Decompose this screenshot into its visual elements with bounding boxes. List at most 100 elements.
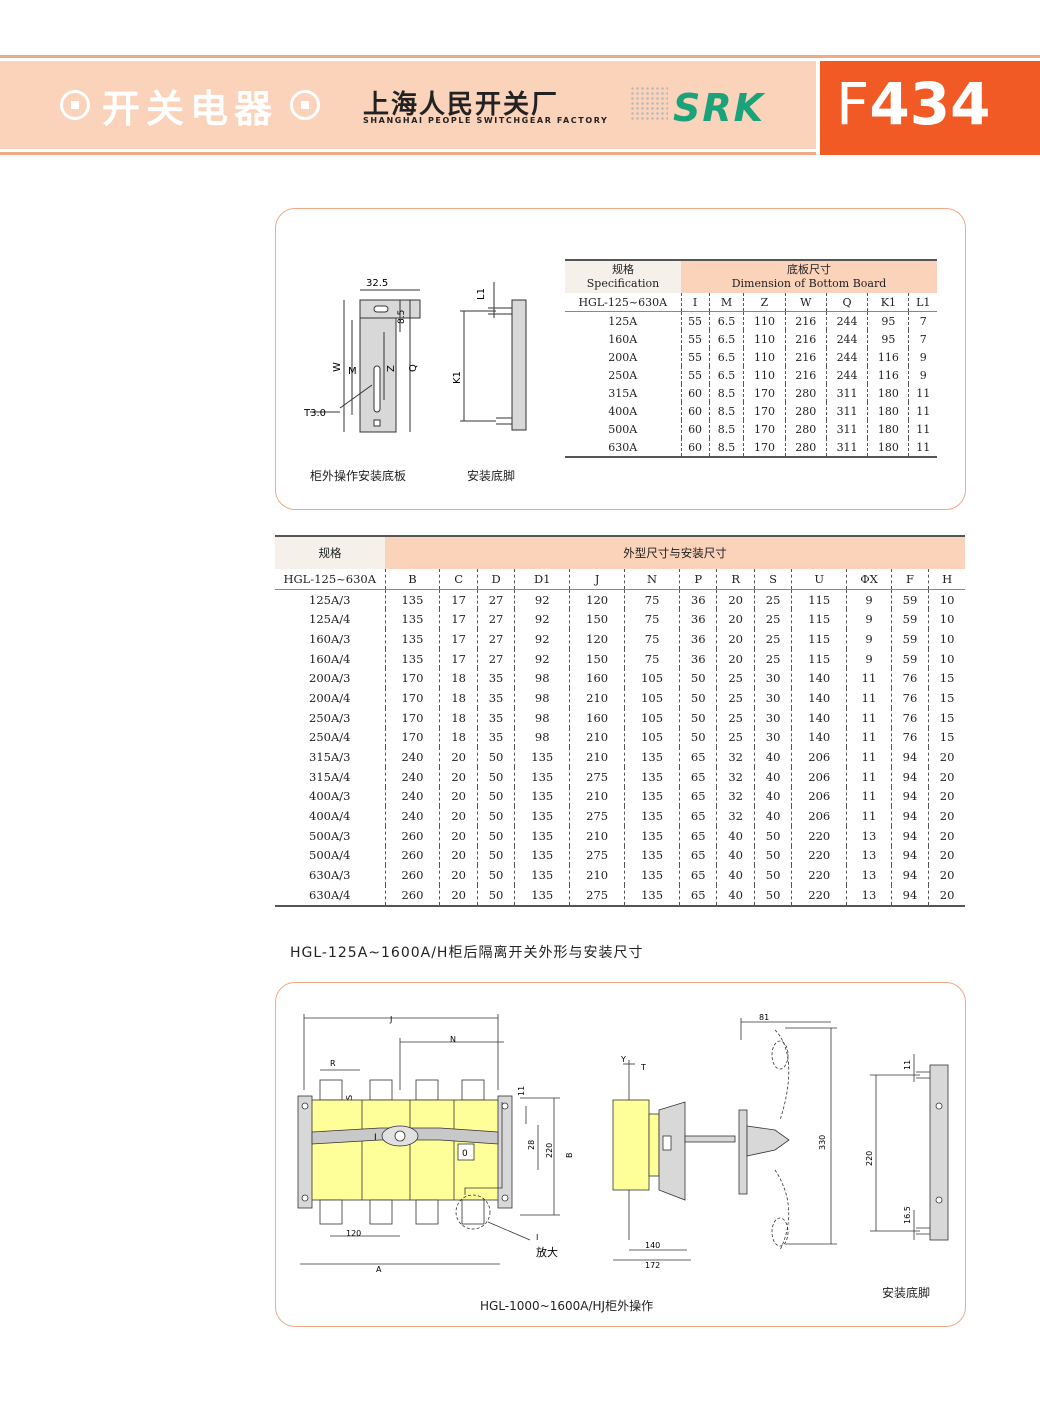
value-cell: 50 [753, 885, 792, 907]
value-cell: 94 [890, 845, 929, 866]
value-cell: 50 [679, 727, 717, 748]
value-cell: 20 [928, 845, 965, 866]
value-cell: 35 [476, 727, 515, 748]
value-cell: 210 [569, 747, 625, 767]
value-cell: 6.5 [708, 330, 744, 348]
spec-header: 规格 Specification [565, 259, 681, 293]
dim-q-label: Q [408, 364, 419, 372]
dim-t30-label: T3.0 [303, 408, 326, 419]
dim-325-label: 32.5 [366, 278, 388, 289]
value-cell: 13 [846, 865, 892, 885]
value-cell: 25 [716, 727, 755, 748]
bottom-board-table: 规格 Specification 底板尺寸 Dimension of Botto… [565, 259, 937, 458]
header-divider [816, 61, 818, 155]
value-cell: 280 [784, 438, 827, 458]
value-cell: 9 [908, 348, 937, 366]
value-cell: 180 [867, 420, 909, 438]
value-cell: 135 [514, 865, 570, 885]
value-cell: 36 [679, 648, 717, 669]
value-cell: 36 [679, 589, 717, 610]
col-header: Q [825, 293, 868, 312]
bottom-plate-drawing: 32.5 8.5 W M Z Q T3.0 [303, 278, 421, 433]
category-title: 开关电器 [48, 80, 332, 131]
value-cell: 135 [624, 825, 680, 846]
value-cell: 210 [569, 727, 625, 748]
page-letter: F [836, 70, 870, 138]
value-cell: 210 [569, 688, 625, 708]
value-cell: 11 [846, 707, 892, 728]
dim-120-label: 120 [346, 1229, 361, 1238]
value-cell: 92 [514, 629, 570, 649]
col-header: C [439, 569, 478, 590]
target-icon [290, 90, 321, 120]
value-cell: 220 [791, 865, 847, 885]
table-header-row: 规格 Specification 底板尺寸 Dimension of Botto… [565, 259, 937, 293]
spec-cell: 630A/4 [275, 885, 385, 907]
value-cell: 10 [928, 648, 965, 669]
section-title: HGL-125A~1600A/H柜后隔离开关外形与安装尺寸 [290, 945, 644, 961]
value-cell: 76 [890, 668, 929, 689]
spec-cell: 500A/4 [309, 848, 351, 863]
value-cell: 7 [908, 330, 937, 348]
spec-cell: 315A/4 [309, 769, 351, 784]
dim-172-label: 172 [645, 1261, 660, 1270]
spec-cell: 500A [608, 422, 638, 436]
value-cell: 30 [753, 727, 792, 748]
value-cell: 110 [743, 311, 786, 330]
value-cell: 50 [476, 865, 515, 885]
dim-s-label: S [345, 1095, 354, 1100]
value-cell: 55 [680, 311, 710, 330]
col-header: Z [743, 293, 786, 312]
value-cell: 135 [624, 747, 680, 767]
value-cell: 94 [890, 766, 929, 787]
value-cell: 311 [825, 384, 868, 402]
col-header: W [784, 293, 827, 312]
page-digits: 434 [869, 70, 991, 138]
value-cell: 240 [384, 806, 440, 826]
value-cell: 50 [476, 806, 515, 826]
value-cell: 260 [384, 865, 440, 885]
value-cell: 27 [476, 589, 515, 610]
value-cell: 135 [624, 865, 680, 885]
value-cell: 50 [679, 707, 717, 728]
value-cell: 105 [624, 727, 680, 748]
value-cell: 8.5 [708, 420, 744, 438]
value-cell: 50 [753, 845, 792, 866]
col-header: P [679, 569, 717, 590]
value-cell: 240 [384, 747, 440, 767]
value-cell: 75 [624, 648, 680, 669]
value-cell: 36 [679, 629, 717, 649]
value-cell: 98 [514, 688, 570, 708]
value-cell: 95 [867, 311, 909, 330]
spec-en: Specification [586, 277, 660, 290]
value-cell: 20 [928, 786, 965, 807]
spec-cell: 400A [608, 404, 638, 418]
value-cell: 216 [784, 311, 827, 330]
spec-cell: 200A/3 [309, 671, 351, 686]
value-cell: 50 [753, 865, 792, 885]
foot-caption: 安装底脚 [467, 469, 516, 483]
value-cell: 17 [439, 629, 478, 649]
value-cell: 8.5 [708, 438, 744, 458]
page-number: F434 [836, 70, 990, 138]
value-cell: 20 [439, 766, 478, 787]
value-cell: 311 [825, 438, 868, 458]
value-cell: 170 [384, 707, 440, 728]
spec-cell: 160A [608, 332, 638, 346]
value-cell: 170 [743, 438, 786, 458]
mounting-foot-drawing: L1 K1 [452, 282, 527, 431]
dim-11-label: 11 [517, 1086, 526, 1096]
value-cell: 20 [716, 589, 755, 610]
value-cell: 206 [791, 786, 847, 807]
dim-header: 底板尺寸 Dimension of Bottom Board [681, 259, 937, 293]
